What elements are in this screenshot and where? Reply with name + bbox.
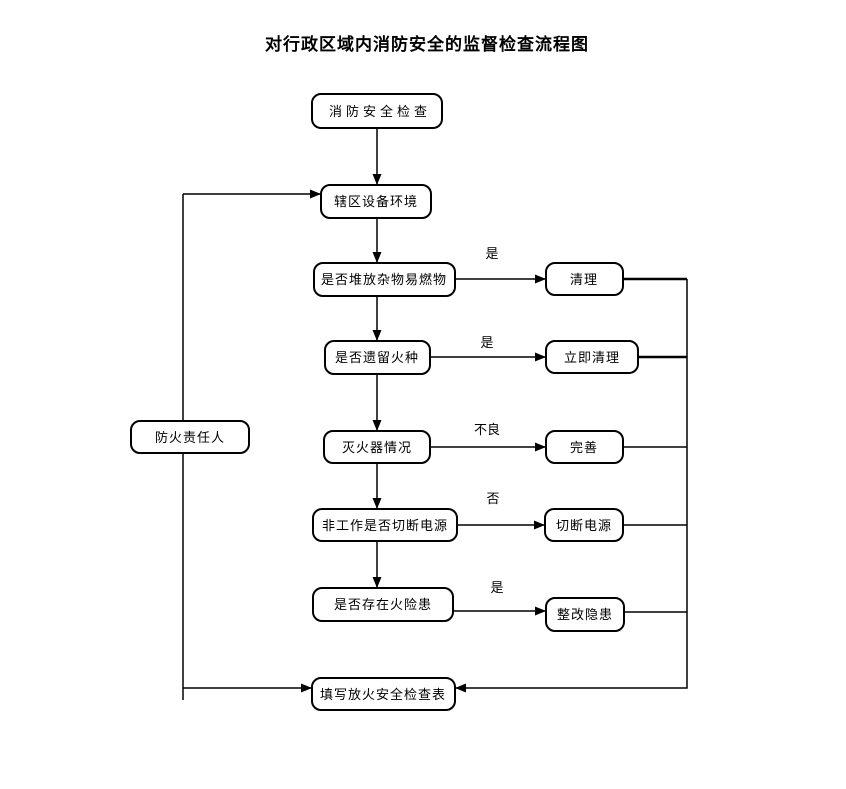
node-clean-now-label: 立即清理: [564, 350, 620, 365]
node-extinguisher-check-box: [323, 430, 431, 464]
edge-label-extinguisher-bad: 不良: [474, 422, 500, 437]
node-area-equipment-label: 辖区设备环境: [334, 194, 418, 209]
node-extinguisher-check-label: 灭火器情况: [342, 440, 412, 455]
node-responsible-person: 防火责任人: [130, 420, 250, 454]
edge-right-rail-to-form: [455, 279, 688, 693]
node-power-check-label: 非工作是否切断电源: [322, 518, 448, 533]
node-rectify-hazard-box: [545, 597, 625, 632]
node-fill-form: 填写放火安全检查表: [311, 677, 456, 711]
node-clean-box: [545, 262, 624, 296]
node-kindling-check-label: 是否遗留火种: [335, 350, 419, 365]
edge-label-debris-yes: 是: [485, 246, 498, 261]
node-hazard-check-label: 是否存在火险患: [334, 597, 432, 612]
node-kindling-check: 是否遗留火种: [324, 340, 431, 375]
node-power-check: 非工作是否切断电源: [312, 508, 458, 542]
node-power-check-box: [312, 508, 458, 542]
node-hazard-check-box: [312, 587, 454, 622]
node-improve: 完善: [545, 430, 624, 464]
node-debris-check: 是否堆放杂物易燃物: [313, 262, 456, 297]
node-rectify-hazard-label: 整改隐患: [557, 607, 613, 622]
node-cut-power-box: [544, 508, 624, 542]
node-cut-power: 切断电源: [544, 508, 624, 542]
edge-label-hazard-yes: 是: [490, 580, 503, 595]
node-clean-now-box: [545, 340, 639, 374]
node-kindling-check-box: [324, 340, 431, 375]
node-improve-label: 完善: [570, 440, 598, 455]
node-hazard-check: 是否存在火险患: [312, 587, 454, 622]
node-extinguisher-check: 灭火器情况: [323, 430, 431, 464]
edge-label-power-no: 否: [486, 491, 499, 506]
edge-label-kindling-yes: 是: [480, 335, 493, 350]
node-clean-now: 立即清理: [545, 340, 639, 374]
node-rectify-hazard: 整改隐患: [545, 597, 625, 632]
node-debris-check-box: [313, 262, 456, 297]
node-fire-safety-check-box: [311, 93, 443, 129]
node-clean-label: 清理: [570, 272, 598, 287]
node-area-equipment-box: [320, 184, 432, 219]
node-clean: 清理: [545, 262, 624, 296]
node-debris-check-label: 是否堆放杂物易燃物: [321, 272, 447, 287]
node-fire-safety-check: 消防安全检查: [311, 93, 443, 129]
edge-labels: 是 是 不良 否 是: [474, 246, 504, 595]
node-responsible-person-label: 防火责任人: [155, 430, 225, 445]
node-fill-form-box: [311, 677, 456, 711]
node-improve-box: [545, 430, 624, 464]
node-area-equipment: 辖区设备环境: [320, 184, 432, 219]
nodes: 消防安全检查 辖区设备环境 是否堆放杂物易燃物 是否遗留火种 灭火器情况 非工作: [130, 93, 639, 711]
page-title: 对行政区域内消防安全的监督检查流程图: [265, 34, 589, 54]
edges: [182, 128, 688, 700]
node-cut-power-label: 切断电源: [556, 518, 612, 533]
node-fire-safety-check-label: 消防安全检查: [329, 104, 431, 119]
node-fill-form-label: 填写放火安全检查表: [320, 687, 446, 702]
node-responsible-person-box: [130, 420, 250, 454]
